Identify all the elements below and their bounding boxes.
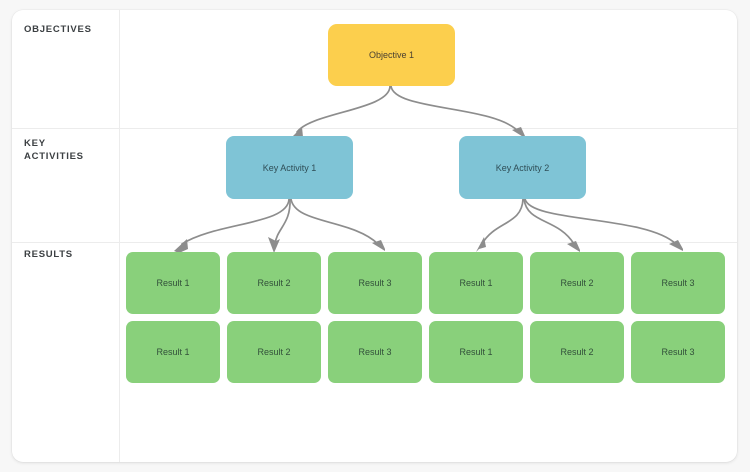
node-key-activity-1-label: Key Activity 1 [262, 162, 317, 173]
node-result-b2-r1-c3[interactable]: Result 3 [631, 252, 725, 314]
node-result-b1-r1-c3[interactable]: Result 3 [328, 252, 422, 314]
node-result-b1-r1-c2-label: Result 2 [257, 278, 291, 288]
node-result-b1-r2-c3-label: Result 3 [358, 347, 392, 357]
node-result-b1-r2-c1-label: Result 1 [156, 347, 190, 357]
node-result-b2-r2-c1[interactable]: Result 1 [429, 321, 523, 383]
node-result-b1-r1-c1[interactable]: Result 1 [126, 252, 220, 314]
node-result-b2-r1-c1-label: Result 1 [459, 278, 493, 288]
row-label-objectives: OBJECTIVES [24, 24, 92, 35]
node-result-b1-r1-c2[interactable]: Result 2 [227, 252, 321, 314]
node-result-b2-r2-c1-label: Result 1 [459, 347, 493, 357]
node-result-b2-r2-c2-label: Result 2 [560, 347, 594, 357]
node-result-b1-r2-c3[interactable]: Result 3 [328, 321, 422, 383]
node-objective-1-label: Objective 1 [368, 50, 415, 60]
arrow-activity1-to-result1 [174, 198, 290, 253]
okr-matrix-card: OBJECTIVES KEY ACTIVITIES RESULTS [12, 10, 737, 462]
arrow-activity2-to-result3 [524, 198, 683, 251]
node-result-b2-r2-c3[interactable]: Result 3 [631, 321, 725, 383]
node-result-b2-r1-c2-label: Result 2 [560, 278, 594, 288]
grid-divider-activities-results [12, 242, 737, 243]
grid-divider-vertical [119, 10, 120, 462]
node-result-b1-r1-c1-label: Result 1 [156, 278, 190, 288]
arrow-activity1-to-result2 [268, 198, 291, 253]
arrow-activity2-to-result2 [523, 198, 580, 252]
row-label-key-activities: KEY ACTIVITIES [24, 138, 84, 162]
arrow-objective1-to-activity1 [290, 85, 391, 141]
row-label-results: RESULTS [24, 249, 73, 260]
node-result-b1-r2-c1[interactable]: Result 1 [126, 321, 220, 383]
node-result-b2-r2-c3-label: Result 3 [661, 347, 695, 357]
node-key-activity-2[interactable]: Key Activity 2 [459, 136, 586, 199]
arrow-activity1-to-result3 [290, 198, 385, 251]
node-result-b1-r1-c3-label: Result 3 [358, 278, 392, 288]
node-result-b2-r1-c1[interactable]: Result 1 [429, 252, 523, 314]
node-result-b1-r2-c2[interactable]: Result 2 [227, 321, 321, 383]
node-result-b2-r1-c3-label: Result 3 [661, 278, 695, 288]
node-result-b2-r1-c2[interactable]: Result 2 [530, 252, 624, 314]
node-result-b1-r2-c2-label: Result 2 [257, 347, 291, 357]
node-key-activity-1[interactable]: Key Activity 1 [226, 136, 353, 199]
node-key-activity-2-label: Key Activity 2 [495, 162, 550, 173]
grid-divider-objectives-activities [12, 128, 737, 129]
arrow-objective1-to-activity2 [390, 85, 525, 138]
arrow-activity2-to-result1 [476, 198, 524, 252]
node-result-b2-r2-c2[interactable]: Result 2 [530, 321, 624, 383]
node-objective-1[interactable]: Objective 1 [328, 24, 455, 86]
